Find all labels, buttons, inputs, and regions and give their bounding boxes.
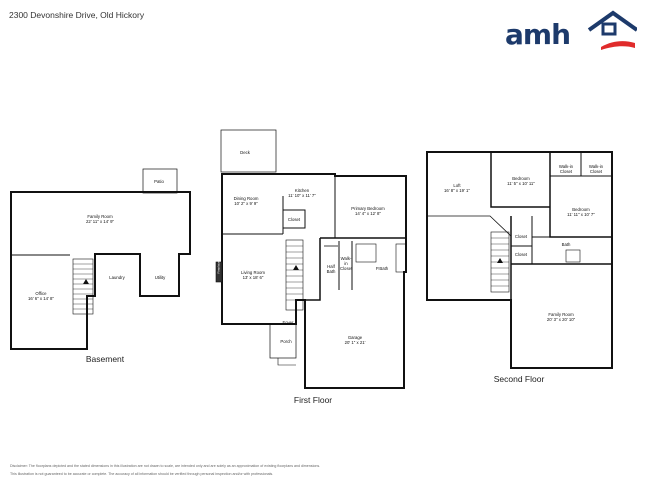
basement-stair-arrow xyxy=(83,279,89,284)
room-label-closet-1: Closet xyxy=(514,234,528,239)
room-label-foyer: Foyer xyxy=(282,320,294,325)
first-stair-arrow xyxy=(293,265,299,270)
deck-outline xyxy=(220,129,277,173)
room-label-dining-room: Dining Room 10' 2" x 9' 9" xyxy=(233,196,259,206)
second-stair-arrow xyxy=(497,258,503,263)
disclaimer: Disclaimer: The floorplans depicted and … xyxy=(10,462,610,478)
basement-plan xyxy=(10,168,191,350)
disclaimer-line-1: Disclaimer: The floorplans depicted and … xyxy=(10,464,321,468)
room-label-bedroom-1: Bedroom 11' 5" x 10' 11" xyxy=(507,176,535,186)
porch-outline xyxy=(269,323,297,359)
room-label-walk-in-closet-1: Walk-in Closet xyxy=(558,164,574,174)
room-label-garage: Garage 20' 1" x 21' xyxy=(344,335,366,345)
room-label-laundry: Laundry xyxy=(109,275,125,280)
room-label-bedroom-2: Bedroom 11' 11" x 10' 7" xyxy=(567,207,595,217)
first-floor-stairs xyxy=(285,239,304,311)
second-floor-outline xyxy=(426,151,613,369)
room-label-closet-2: Closet xyxy=(514,252,528,257)
room-label-patio: Patio xyxy=(154,179,164,184)
second-floor-plan xyxy=(426,151,613,369)
room-label-bath: Bath xyxy=(561,242,571,247)
floor-title-basement: Basement xyxy=(85,354,125,364)
room-label-p-bath: P.Bath xyxy=(375,266,389,271)
room-label-walk-in-closet-2: Walk-in Closet xyxy=(588,164,604,174)
room-label-loft: Loft 16' 8" x 19' 1" xyxy=(444,183,470,193)
property-address: 2300 Devonshire Drive, Old Hickory xyxy=(9,10,145,20)
room-label-primary-bedroom: Primary Bedroom 14' 4" x 12' 8" xyxy=(351,206,385,216)
floor-title-first-floor: First Floor xyxy=(293,395,333,405)
room-label-second-family-room: Family Room 20' 3" x 20' 10" xyxy=(546,312,576,322)
disclaimer-line-2: This illustration is not guaranteed to b… xyxy=(10,472,274,476)
house-roof-icon xyxy=(587,10,637,50)
room-label-walk-in-closet: Walk-in Closet xyxy=(340,256,353,271)
room-label-closet: Closet xyxy=(287,217,301,222)
room-label-porch: Porch xyxy=(280,339,292,344)
room-label-deck: Deck xyxy=(240,150,250,155)
room-label-half-bath: Half Bath xyxy=(326,264,336,274)
room-label-kitchen: Kitchen 11' 10" x 11' 7" xyxy=(288,188,316,198)
logo-wordmark: amh xyxy=(505,18,571,51)
room-label-utility: Utility xyxy=(154,275,166,280)
floor-title-second-floor: Second Floor xyxy=(493,374,545,384)
amh-logo: amh xyxy=(505,10,637,52)
first-floor-plan xyxy=(215,129,407,389)
room-label-office: Office 16' 6" x 14' 8" xyxy=(28,291,54,301)
fireplace-box xyxy=(215,261,223,283)
room-label-basement-family-room: Family Room 22' 11" x 14' 9" xyxy=(85,214,115,224)
room-label-living-room: Living Room 13' x 18' 6" xyxy=(241,270,265,280)
room-label-fireplace: Fireplace xyxy=(216,261,221,274)
basement-stairs xyxy=(72,258,94,315)
